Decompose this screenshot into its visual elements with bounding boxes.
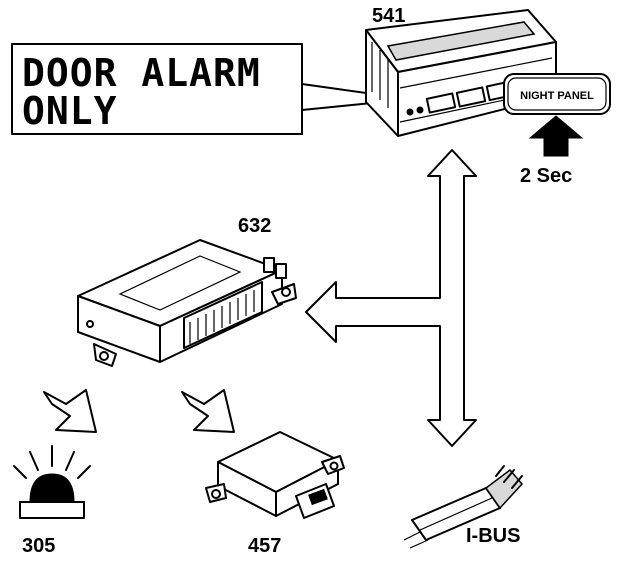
instrument-cluster-541 (365, 9, 557, 137)
hold-time-label: 2 Sec (520, 165, 572, 187)
lcd-display-callout: DOOR ALARM ONLY (11, 43, 403, 135)
display-line-2: ONLY (22, 89, 118, 133)
night-panel-label: NIGHT PANEL (520, 90, 594, 102)
ibus-signal-arrows (305, 149, 477, 447)
label-541: 541 (372, 5, 405, 27)
sensor-457 (205, 431, 345, 519)
label-ibus: I-BUS (466, 525, 520, 547)
output-arrow-sensor-icon (181, 389, 235, 433)
output-arrow-lamp-icon (43, 389, 97, 433)
display-line-1: DOOR ALARM (22, 51, 261, 95)
label-632: 632 (238, 215, 271, 237)
control-module-632 (77, 239, 297, 367)
label-305: 305 (22, 535, 55, 557)
label-457: 457 (248, 535, 281, 557)
night-panel-button[interactable]: NIGHT PANEL (503, 73, 611, 115)
alarm-lamp-305 (13, 445, 91, 519)
press-arrow-icon (528, 115, 584, 157)
ibus-cable (403, 465, 524, 549)
